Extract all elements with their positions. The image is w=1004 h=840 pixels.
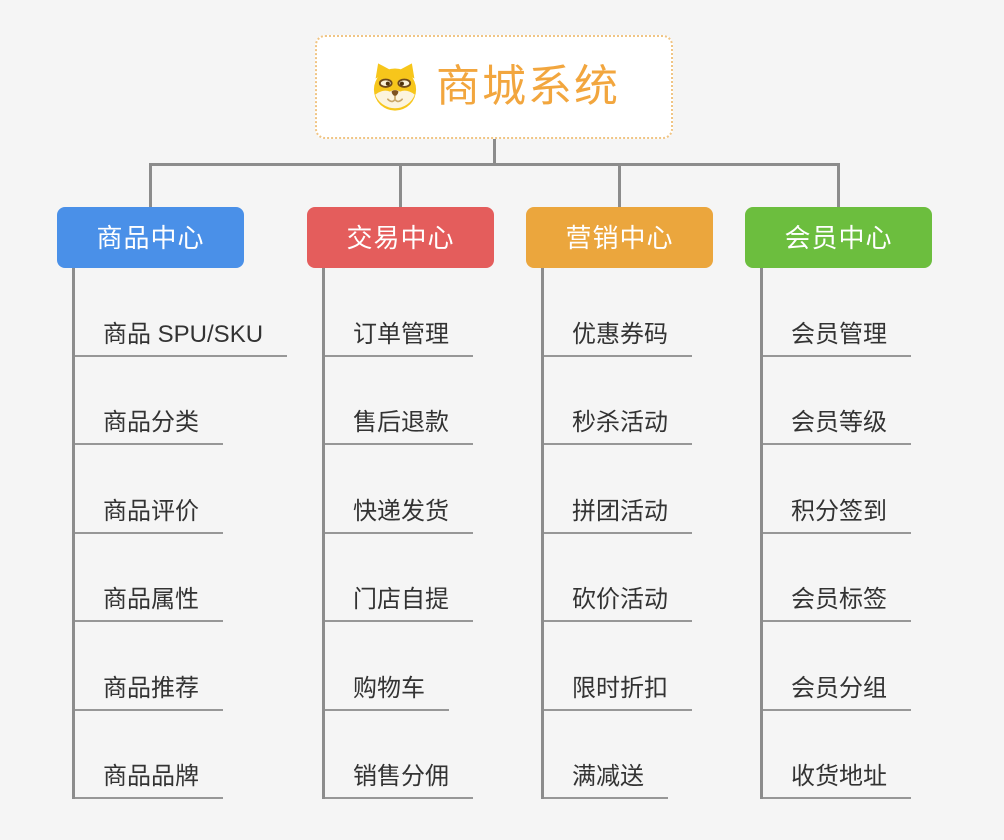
child-topic[interactable]: 会员管理 bbox=[763, 268, 911, 357]
branch-node-4[interactable]: 会员中心 bbox=[745, 207, 932, 268]
child-topic[interactable]: 商品属性 bbox=[75, 534, 223, 622]
child-topic-label: 会员标签 bbox=[791, 586, 887, 613]
branch-children: 会员管理 会员等级 积分签到 会员标签 会员分组 收货地址 bbox=[760, 268, 932, 799]
branch-children: 订单管理 售后退款 快递发货 门店自提 购物车 销售分佣 bbox=[322, 268, 494, 799]
child-topic-label: 商品品牌 bbox=[103, 763, 199, 790]
child-topic[interactable]: 优惠券码 bbox=[544, 268, 692, 357]
child-topic[interactable]: 订单管理 bbox=[325, 268, 473, 357]
child-topic-label: 拼团活动 bbox=[572, 497, 668, 525]
root-title: 商城系统 bbox=[436, 62, 620, 111]
child-topic[interactable]: 收货地址 bbox=[763, 711, 911, 799]
connector-drop bbox=[618, 166, 621, 207]
child-topic-label: 商品推荐 bbox=[103, 674, 199, 702]
child-topic-label: 会员管理 bbox=[791, 320, 887, 348]
child-topic-label: 秒杀活动 bbox=[572, 409, 668, 436]
child-topic-label: 积分签到 bbox=[791, 497, 887, 525]
connector-root-stub bbox=[493, 139, 496, 163]
branch-2: 交易中心 订单管理 售后退款 快递发货 门店自提 购物车 销售分佣 bbox=[307, 166, 494, 799]
branch-label: 交易中心 bbox=[346, 222, 455, 253]
branch-label: 营销中心 bbox=[565, 222, 674, 253]
child-topic-label: 商品属性 bbox=[103, 586, 199, 613]
child-topic[interactable]: 会员等级 bbox=[763, 357, 911, 445]
child-topic-label: 售后退款 bbox=[353, 409, 449, 436]
child-topic[interactable]: 门店自提 bbox=[325, 534, 473, 622]
child-topic-label: 优惠券码 bbox=[572, 320, 668, 348]
branch-label: 会员中心 bbox=[784, 222, 893, 253]
child-topic[interactable]: 销售分佣 bbox=[325, 711, 473, 799]
connector-drop bbox=[399, 166, 402, 207]
child-topic-label: 限时折扣 bbox=[572, 674, 668, 702]
connector-bus bbox=[149, 163, 840, 166]
child-topic[interactable]: 拼团活动 bbox=[544, 445, 692, 534]
child-topic-label: 收货地址 bbox=[791, 763, 887, 790]
child-topic[interactable]: 商品 SPU/SKU bbox=[75, 268, 288, 357]
child-topic[interactable]: 商品分类 bbox=[75, 357, 223, 445]
child-topic[interactable]: 商品推荐 bbox=[75, 622, 223, 711]
child-topic[interactable]: 砍价活动 bbox=[544, 534, 692, 622]
dog-face-icon bbox=[368, 60, 422, 114]
branch-node-2[interactable]: 交易中心 bbox=[307, 207, 494, 268]
child-topic-label: 砍价活动 bbox=[572, 586, 668, 613]
branch-children: 商品 SPU/SKU 商品分类 商品评价 商品属性 商品推荐 商品品牌 bbox=[72, 268, 288, 799]
child-topic[interactable]: 售后退款 bbox=[325, 357, 473, 445]
child-topic-label: 购物车 bbox=[353, 674, 425, 702]
child-topic[interactable]: 快递发货 bbox=[325, 445, 473, 534]
child-topic-label: 商品 SPU/SKU bbox=[103, 320, 264, 348]
child-topic[interactable]: 积分签到 bbox=[763, 445, 911, 534]
child-topic[interactable]: 购物车 bbox=[325, 622, 449, 711]
child-topic[interactable]: 限时折扣 bbox=[544, 622, 692, 711]
child-topic[interactable]: 会员分组 bbox=[763, 622, 911, 711]
branch-node-1[interactable]: 商品中心 bbox=[57, 207, 244, 268]
branch-4: 会员中心 会员管理 会员等级 积分签到 会员标签 会员分组 收货地址 bbox=[745, 166, 932, 799]
child-topic-label: 商品评价 bbox=[103, 497, 199, 525]
child-topic-label: 满减送 bbox=[572, 763, 644, 790]
branch-1: 商品中心 商品 SPU/SKU 商品分类 商品评价 商品属性 商品推荐 商品品牌 bbox=[57, 166, 288, 799]
child-topic[interactable]: 秒杀活动 bbox=[544, 357, 692, 445]
branch-children: 优惠券码 秒杀活动 拼团活动 砍价活动 限时折扣 满减送 bbox=[541, 268, 713, 799]
branch-node-3[interactable]: 营销中心 bbox=[526, 207, 713, 268]
connector-drop bbox=[149, 166, 152, 207]
root-node[interactable]: 商城系统 bbox=[315, 35, 673, 139]
branch-3: 营销中心 优惠券码 秒杀活动 拼团活动 砍价活动 限时折扣 满减送 bbox=[526, 166, 713, 799]
child-topic[interactable]: 会员标签 bbox=[763, 534, 911, 622]
child-topic[interactable]: 商品品牌 bbox=[75, 711, 223, 799]
child-topic-label: 商品分类 bbox=[103, 409, 199, 436]
child-topic-label: 会员分组 bbox=[791, 674, 887, 702]
child-topic-label: 销售分佣 bbox=[353, 763, 449, 790]
connector-drop bbox=[837, 166, 840, 207]
child-topic-label: 订单管理 bbox=[353, 320, 449, 348]
child-topic-label: 会员等级 bbox=[791, 409, 887, 436]
branch-label: 商品中心 bbox=[96, 222, 205, 253]
child-topic-label: 快递发货 bbox=[353, 497, 449, 525]
child-topic[interactable]: 满减送 bbox=[544, 711, 668, 799]
child-topic-label: 门店自提 bbox=[353, 586, 449, 613]
child-topic[interactable]: 商品评价 bbox=[75, 445, 223, 534]
